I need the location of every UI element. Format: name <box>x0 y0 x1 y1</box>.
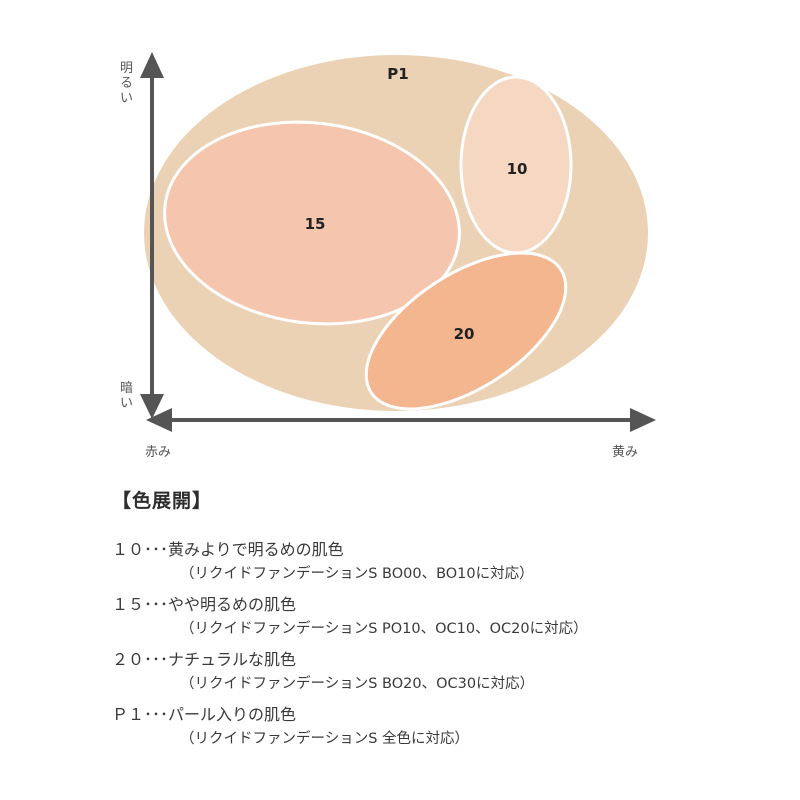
legend-entry-main: Ｐ１･･･パール入りの肌色 <box>112 705 297 724</box>
axis-arrow-right-icon <box>630 408 656 432</box>
color-legend: 【色展開】 １０･･･黄みよりで明るめの肌色 （リクイドファンデーションS BO… <box>112 486 772 757</box>
axis-label-yellow: 黄み <box>612 445 638 460</box>
legend-entry-main: １０･･･黄みよりで明るめの肌色 <box>112 540 344 559</box>
color-diagram: P1 15 10 20 明るい 暗い 赤み 黄み <box>120 52 656 460</box>
axis-arrow-left-icon <box>146 408 172 432</box>
legend-entry-10: １０･･･黄みよりで明るめの肌色 （リクイドファンデーションS BO00、BO1… <box>112 537 772 587</box>
axis-label-red: 赤み <box>145 445 171 460</box>
legend-entry-sub: （リクイドファンデーションS BO20、OC30に対応） <box>180 676 535 692</box>
legend-entry-p1: Ｐ１･･･パール入りの肌色 （リクイドファンデーションS 全色に対応） <box>112 702 772 752</box>
legend-entry-main: ２０･･･ナチュラルな肌色 <box>112 650 297 669</box>
axis-arrow-down-icon <box>140 394 164 419</box>
legend-entry-sub: （リクイドファンデーションS 全色に対応） <box>180 731 470 747</box>
region-label-20: 20 <box>454 325 475 343</box>
vertical-axis <box>140 52 164 419</box>
legend-title: 【色展開】 <box>112 490 213 512</box>
region-15 <box>163 120 461 326</box>
axis-label-bright: 明るい <box>120 61 133 106</box>
legend-entry-20: ２０･･･ナチュラルな肌色 （リクイドファンデーションS BO20、OC30に対… <box>112 647 772 697</box>
legend-entry-sub: （リクイドファンデーションS BO00、BO10に対応） <box>180 566 534 582</box>
legend-entry-main: １５･･･やや明るめの肌色 <box>112 595 297 614</box>
region-label-p1: P1 <box>387 65 408 83</box>
legend-entry-sub: （リクイドファンデーションS PO10、OC10、OC20に対応） <box>180 621 588 637</box>
axis-label-dark: 暗い <box>120 381 133 411</box>
region-label-15: 15 <box>305 215 326 233</box>
region-label-10: 10 <box>507 160 528 178</box>
horizontal-axis <box>146 408 656 432</box>
axis-arrow-up-icon <box>140 52 164 78</box>
region-20 <box>364 251 568 411</box>
legend-entry-15: １５･･･やや明るめの肌色 （リクイドファンデーションS PO10、OC10、O… <box>112 592 772 642</box>
